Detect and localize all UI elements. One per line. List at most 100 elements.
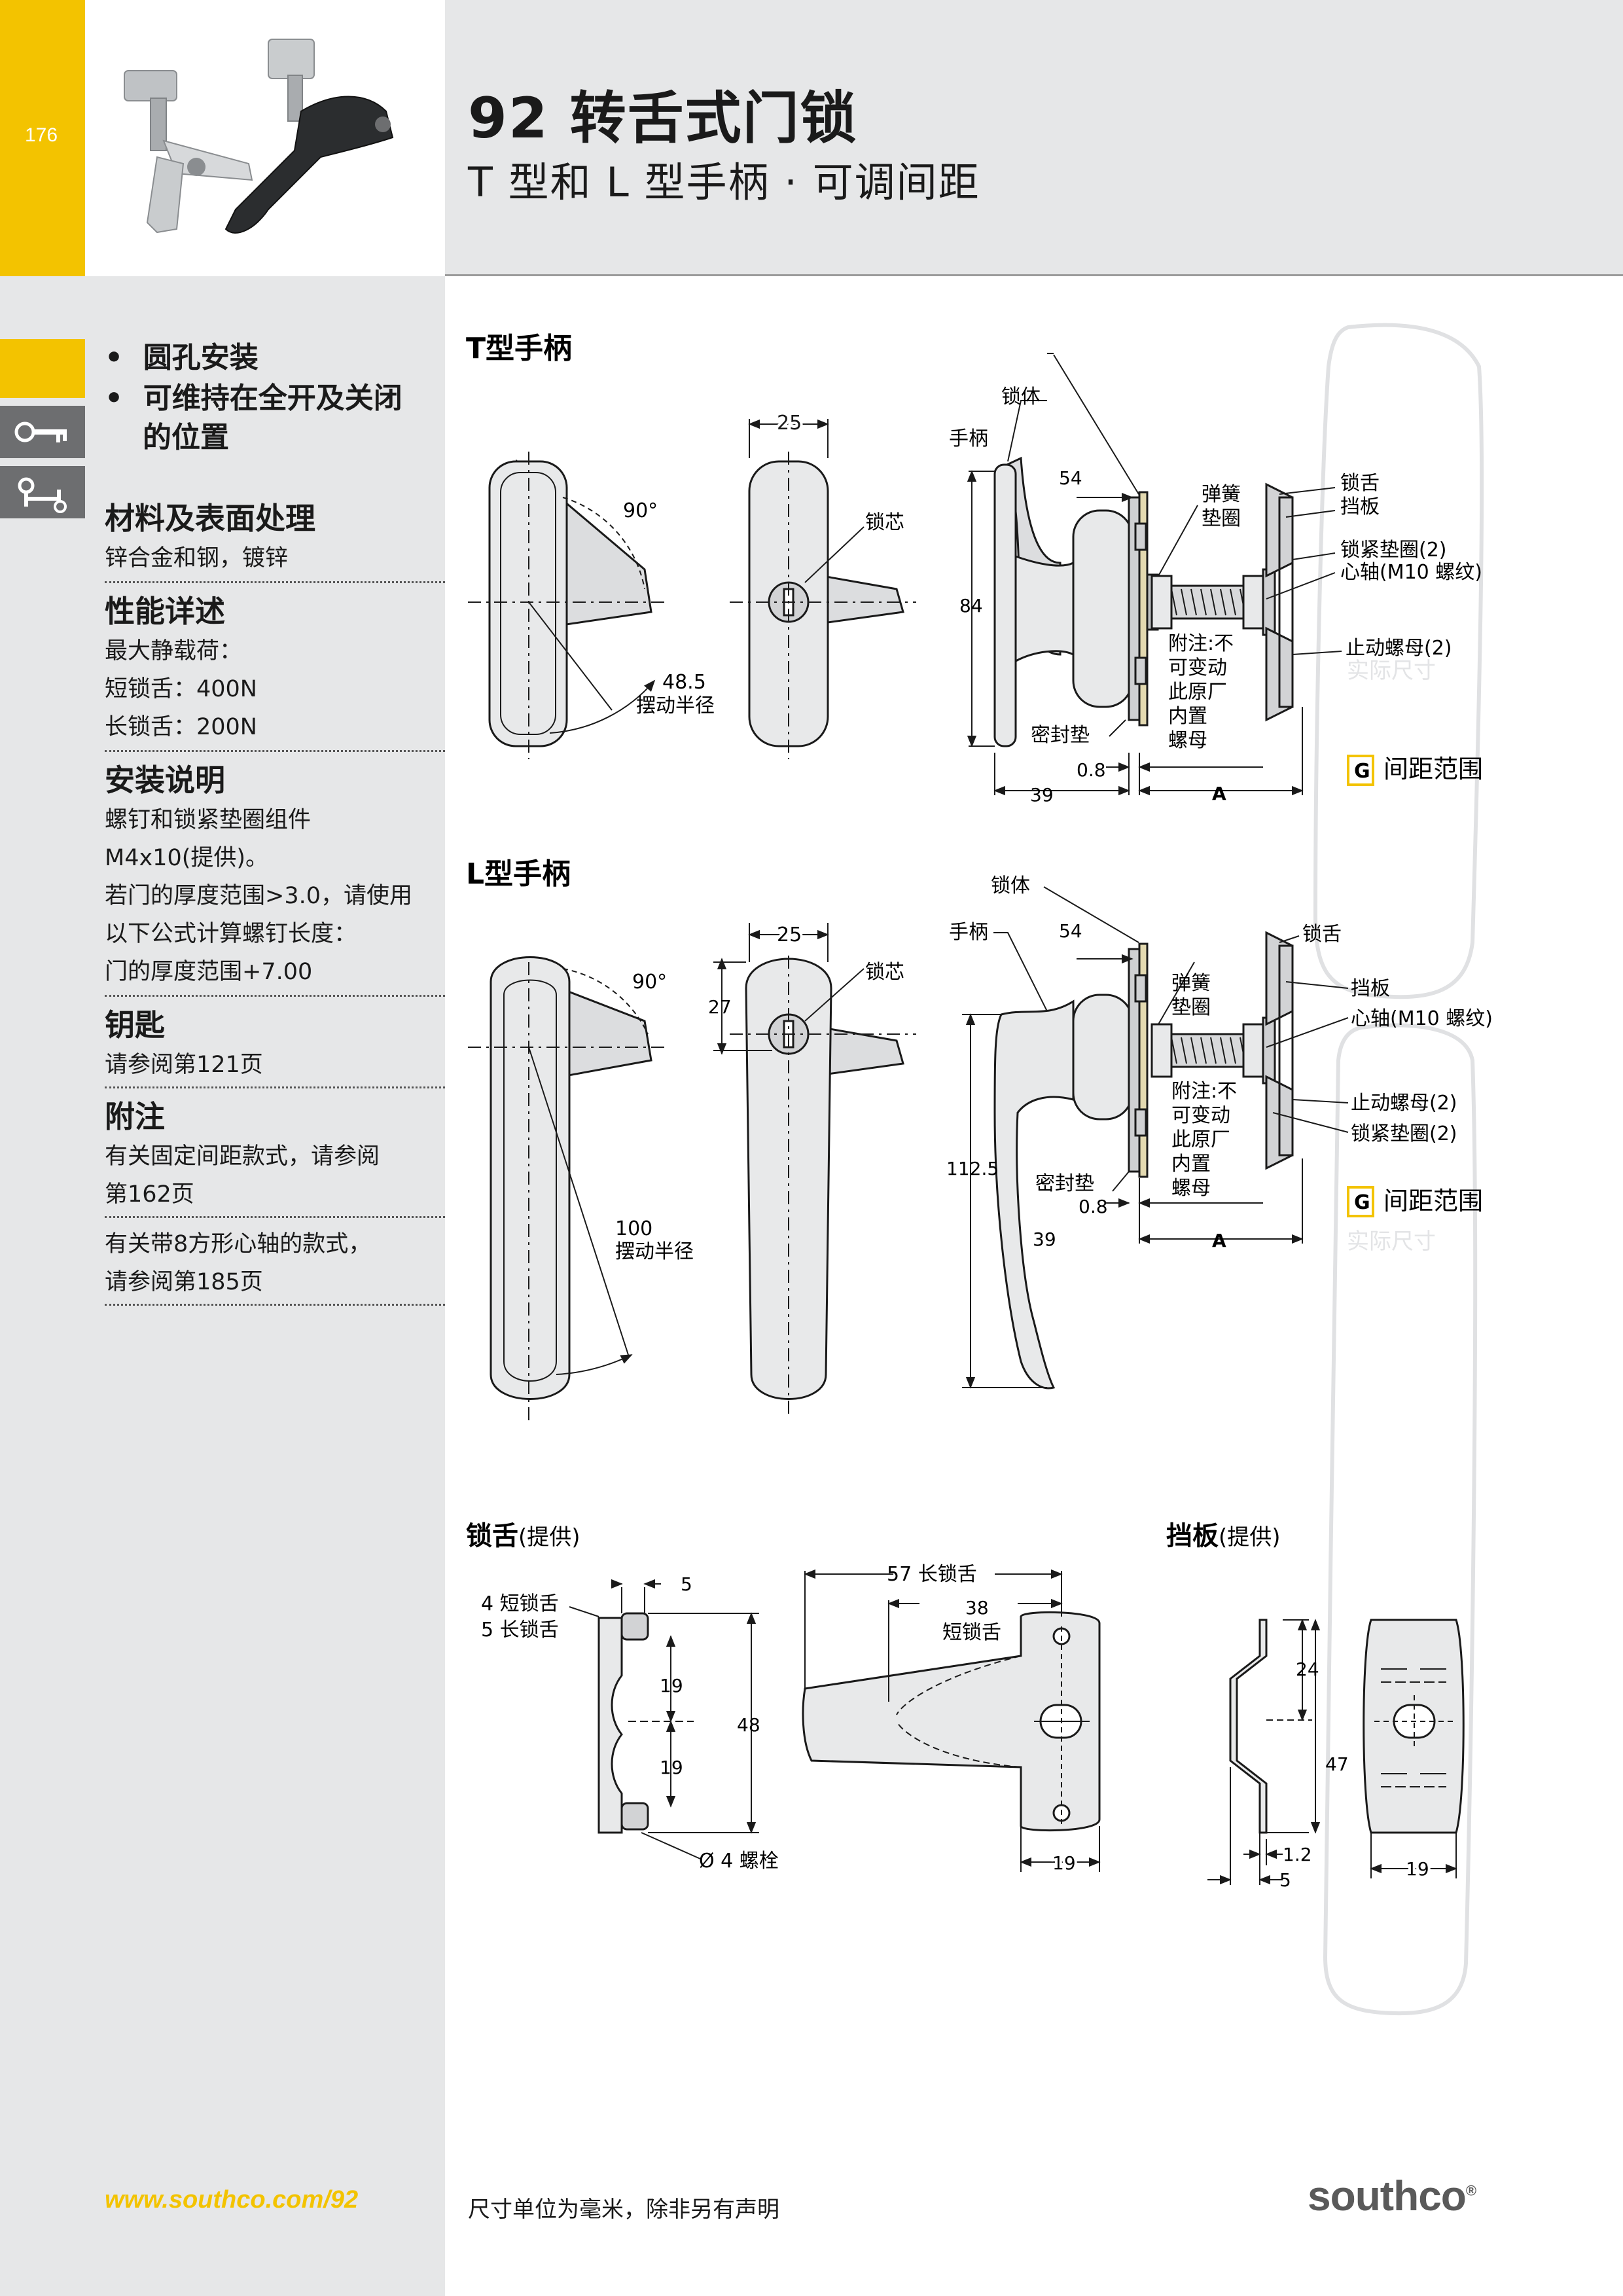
l-note-4: 内置 <box>1171 1153 1211 1175</box>
l-dim-39: 39 <box>1033 1229 1056 1250</box>
cam-dim-5: 5 <box>681 1573 692 1595</box>
cam-dim-38: 38 <box>965 1597 989 1619</box>
t-dim-39: 39 <box>1030 784 1054 806</box>
t-note-3: 此原厂 <box>1168 681 1227 704</box>
section-performance-line-2: 短锁舌：400N <box>105 676 257 702</box>
section-install-line-3: 若门的厚度范围>3.0，请使用 <box>105 883 412 909</box>
key-icon-box <box>0 406 85 458</box>
divider <box>105 1086 445 1088</box>
section-performance-line-1: 最大静载荷： <box>105 638 243 664</box>
divider <box>105 750 445 752</box>
t-lock-washer-label: 锁紧垫圈(2) <box>1340 539 1447 562</box>
l-grip-badge: G <box>1347 1186 1374 1217</box>
website-link[interactable]: www.southco.com/92 <box>105 2186 359 2214</box>
t-dim-54: 54 <box>1059 467 1082 489</box>
retainer-plan-view <box>1363 1619 1465 1878</box>
section-notes-heading: 附注 <box>105 1099 165 1134</box>
key-icon <box>14 422 67 442</box>
section-key-text: 请参阅第121页 <box>105 1052 263 1078</box>
t-note-4: 内置 <box>1168 705 1207 728</box>
t-width-label: 25 <box>777 412 802 435</box>
cam-side-view <box>569 1579 759 1859</box>
section-material-heading: 材料及表面处理 <box>105 501 315 536</box>
page-subtitle: T 型和 L 型手柄 · 可调间距 <box>468 158 980 206</box>
t-stop-nut-label: 止动螺母(2) <box>1346 637 1452 660</box>
l-dim-08: 0.8 <box>1079 1196 1108 1217</box>
section-notes-line-1: 有关固定间距款式，请参阅 <box>105 1143 380 1170</box>
divider <box>105 1304 445 1306</box>
t-dim-08: 0.8 <box>1077 759 1106 781</box>
t-spring-washer-1: 弹簧 <box>1202 483 1241 506</box>
t-grip-range-label: 间距范围 <box>1383 755 1483 783</box>
l-handle-title: L型手柄 <box>466 857 571 891</box>
section-notes-line-3: 有关带8方形心轴的款式， <box>105 1231 372 1257</box>
l-retainer-label: 挡板 <box>1351 977 1390 1000</box>
l-handle-photo <box>224 39 394 234</box>
t-shaft-label: 心轴(M10 螺纹) <box>1340 561 1482 584</box>
units-note: 尺寸单位为毫米，除非另有声明 <box>468 2197 779 2223</box>
section-key-heading: 钥匙 <box>105 1007 165 1043</box>
retainer-title: 挡板(提供) <box>1166 1521 1281 1551</box>
l-lock-body-label: 锁体 <box>991 874 1030 897</box>
t-handle-label: 手柄 <box>949 427 988 450</box>
l-note-1: 附注:不 <box>1171 1080 1237 1103</box>
page-tab <box>0 0 85 276</box>
l-handle-side-view <box>962 886 1349 1390</box>
section-install-line-5: 门的厚度范围+7.00 <box>105 959 313 985</box>
l-width-label: 25 <box>777 924 802 946</box>
l-cam-label: 锁舌 <box>1302 923 1342 946</box>
section-install-line-1: 螺钉和锁紧垫圈组件 <box>105 807 312 833</box>
t-dim-A: A <box>1212 783 1226 804</box>
t-radius-label: 摆动半径 <box>636 694 715 717</box>
l-spring-washer-2: 垫圈 <box>1171 996 1211 1019</box>
cam-dim-19b: 19 <box>660 1757 683 1778</box>
l-handle-front-view <box>468 956 668 1420</box>
l-radius-label: 摆动半径 <box>615 1240 694 1263</box>
page-number: 176 <box>25 124 58 146</box>
cam-short-label-2: 短锁舌 <box>942 1621 1001 1644</box>
product-photo <box>85 0 445 276</box>
cam-dim-48: 48 <box>737 1714 760 1736</box>
svg-text:G: G <box>1354 760 1370 783</box>
l-handle-label: 手柄 <box>949 921 988 944</box>
bullet-1: • 圆孔安装 <box>105 341 259 374</box>
svg-text:G: G <box>1354 1191 1370 1214</box>
cam-long-label: 5 长锁舌 <box>481 1619 559 1641</box>
t-grip-badge: G <box>1347 755 1374 786</box>
t-note-1: 附注:不 <box>1168 632 1234 655</box>
l-dim-54: 54 <box>1059 920 1082 942</box>
retainer-dim-12: 1.2 <box>1283 1844 1312 1865</box>
cam-short-label: 4 短锁舌 <box>481 1592 559 1615</box>
t-angle-label: 90° <box>623 499 658 522</box>
t-lock-body-label: 锁体 <box>1001 386 1041 408</box>
header-band <box>445 0 1623 276</box>
section-notes-line-2: 第162页 <box>105 1181 194 1208</box>
cam-plan-view <box>802 1569 1101 1872</box>
product-photo-illustration <box>124 39 394 234</box>
l-dim-A: A <box>1212 1230 1226 1251</box>
section-install-line-2: M4x10(提供)。 <box>105 845 269 871</box>
l-grip-range-label: 间距范围 <box>1383 1187 1483 1215</box>
t-handle-photo <box>124 70 253 234</box>
t-cylinder-label: 锁芯 <box>865 511 904 534</box>
t-handle-front-view <box>468 452 668 759</box>
t-retainer-label: 挡板 <box>1340 495 1380 518</box>
section-material-text: 锌合金和钢，镀锌 <box>105 545 289 571</box>
section-notes-line-4: 请参阅第185页 <box>105 1269 263 1295</box>
actual-size-outline <box>1313 323 1484 2016</box>
l-note-2: 可变动 <box>1171 1104 1230 1127</box>
sidebar-marker <box>0 339 85 398</box>
retainer-dim-24: 24 <box>1296 1659 1319 1680</box>
cam-dim-57: 57 长锁舌 <box>887 1563 977 1586</box>
divider <box>105 1216 445 1218</box>
l-spring-washer-1: 弹簧 <box>1171 972 1211 995</box>
divider <box>105 995 445 997</box>
bullet-2: • 可维持在全开及关闭 <box>105 382 402 415</box>
latch-icon <box>18 477 67 513</box>
cam-bolt-label: Ø 4 螺栓 <box>699 1850 779 1873</box>
l-gasket-label: 密封垫 <box>1035 1172 1094 1195</box>
cam-title: 锁舌(提供) <box>466 1521 580 1551</box>
page-title: 92 转舌式门锁 <box>468 86 858 151</box>
l-cylinder-label: 锁芯 <box>865 961 904 984</box>
l-dim-112: 112.5 <box>946 1158 999 1179</box>
